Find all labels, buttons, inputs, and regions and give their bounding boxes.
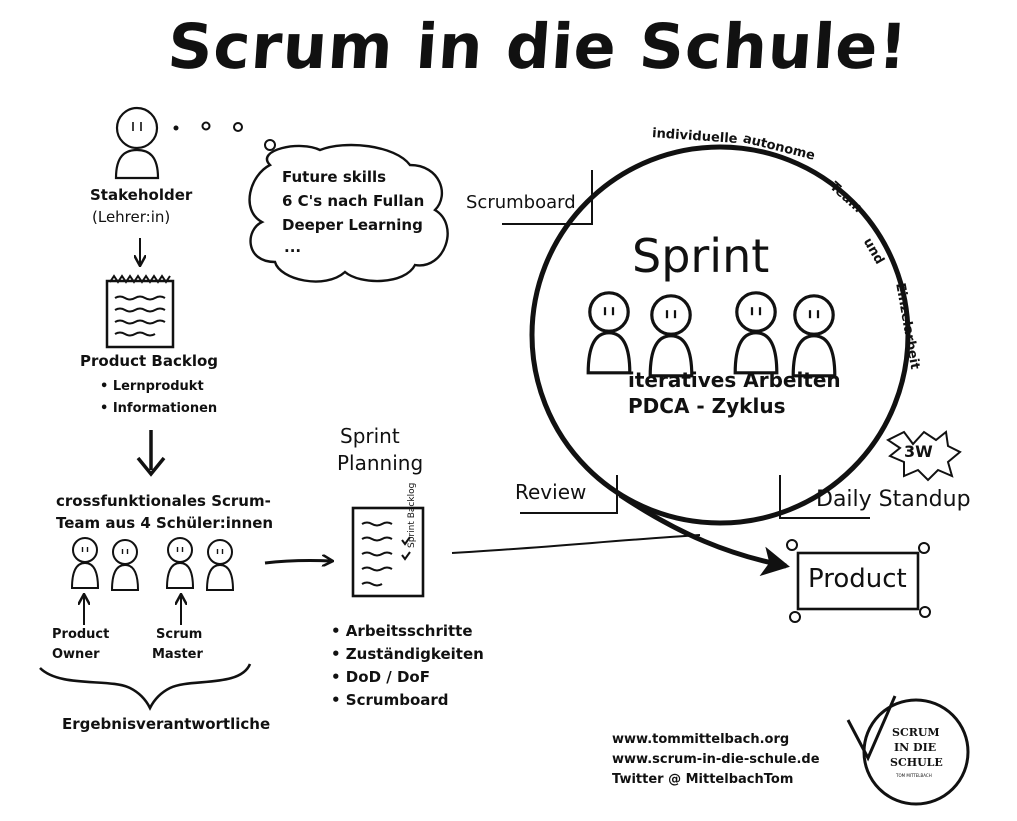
page-title: Scrum in die Schule! [165,10,911,83]
thought-line-4: ... [284,238,302,256]
responsible-label: Ergebnisverantwortliche [62,715,271,733]
thought-line-3: Deeper Learning [282,216,423,234]
product-label: Product [808,564,907,594]
product-backlog-item: • Informationen [100,401,218,416]
product-backlog-title: Product Backlog [80,352,219,370]
thought-line-1: Future skills [282,168,387,186]
stakeholder-person-icon [114,106,160,180]
stakeholder-label: Stakeholder [90,186,193,204]
product-frame-icon [786,539,931,623]
scrum-master-label: Master [152,647,203,662]
review-label: Review [515,480,587,504]
scrum-in-die-schule-logo [846,695,970,806]
team-description-line-2: Team aus 4 Schüler:innen [56,514,274,532]
logo-text: SCHULE [890,756,943,769]
sprint-planning-label: Sprint [340,424,400,448]
product-owner-label: Owner [52,647,100,662]
logo-text: SCRUM [892,726,940,739]
sprint-line-1: iteratives Arbeiten [628,368,841,392]
brace-icon [39,663,252,711]
sprint-cycle-circle [529,144,911,526]
sprint-backlog-item: • Scrumboard [331,691,449,709]
twitter-handle[interactable]: Twitter @ MittelbachTom [612,772,794,787]
sprint-backlog-icon [351,506,425,598]
badge-burst-icon [886,430,962,482]
sprint-planning-label: Planning [337,451,424,475]
logo-text: IN DIE [894,741,937,754]
thought-dots-icon [173,121,276,151]
sprint-title: Sprint [632,229,770,283]
sprint-team-icon [586,291,837,378]
thought-cloud-icon [248,143,449,283]
sprint-backlog-item: • Arbeitsschritte [331,622,473,640]
badge-3w-label: 3W [904,442,933,461]
product-owner-label: Product [52,627,110,642]
stakeholder-role: (Lehrer:in) [92,208,171,226]
team-members-icon [71,537,234,591]
daily-standup-label: Daily Standup [816,487,971,512]
sprint-line-2: PDCA - Zyklus [628,394,786,418]
sprint-backlog-item: • Zuständigkeiten [331,645,484,663]
product-backlog-icon [105,274,175,349]
website-link[interactable]: www.scrum-in-die-schule.de [612,752,820,767]
product-backlog-item: • Lernprodukt [100,379,204,394]
thought-line-2: 6 C's nach Fullan [282,192,425,210]
scrumboard-label: Scrumboard [466,192,576,213]
sprint-backlog-label: Sprint Backlog [407,482,417,548]
website-link[interactable]: www.tommittelbach.org [612,732,790,747]
sprint-exit-arrow [618,492,790,577]
scrum-master-label: Scrum [156,627,203,642]
logo-subtext: TOM MITTELBACH [896,773,932,778]
sprint-backlog-item: • DoD / DoF [331,668,430,686]
team-description-line-1: crossfunktionales Scrum- [56,492,271,510]
